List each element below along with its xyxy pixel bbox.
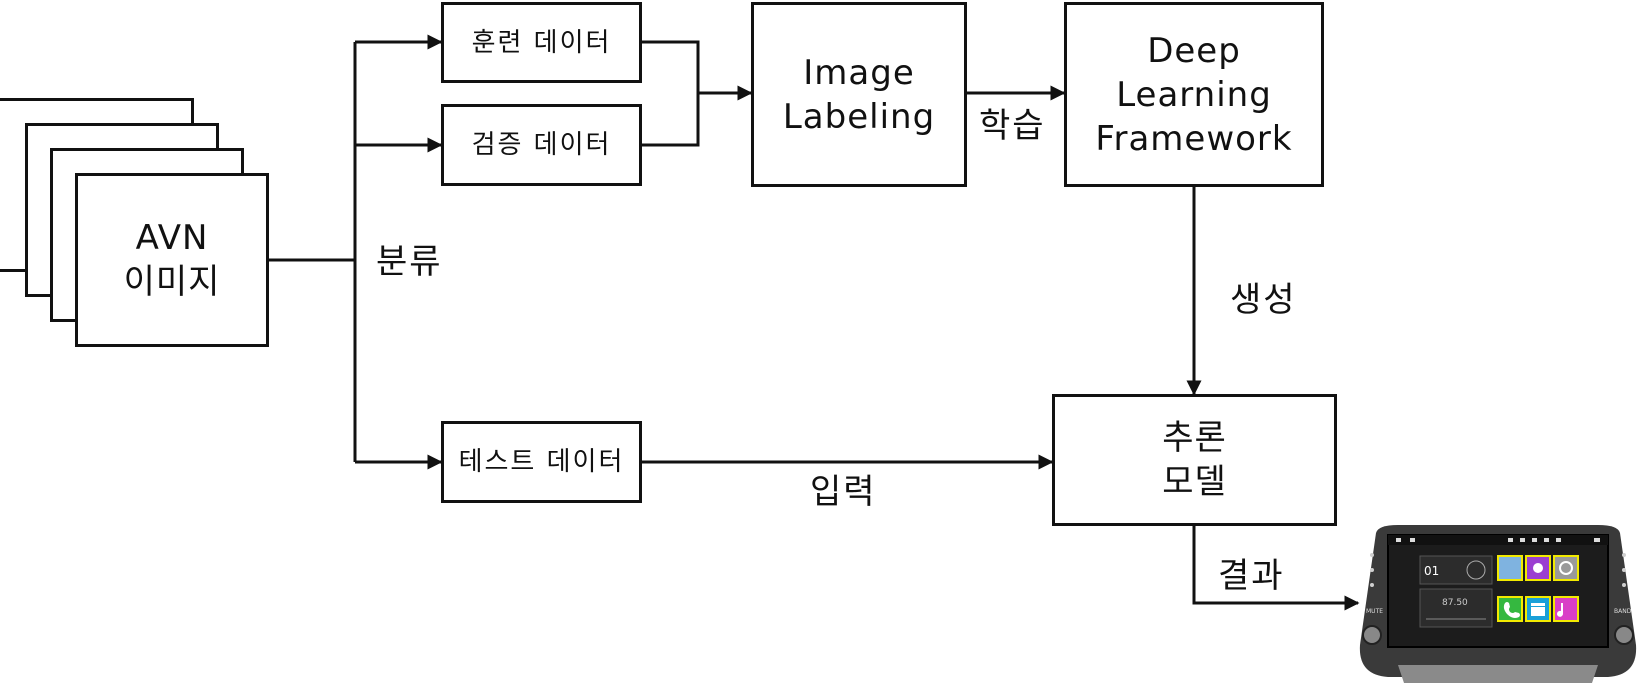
train-data-node: 훈련 데이터 [441,2,642,83]
inference-model-node: 추론 모델 [1052,394,1337,526]
clock-widget [1419,555,1493,585]
avn-device-image: 01 87.50 MUTE BAND [1359,525,1637,683]
right-knob [1614,625,1634,645]
dl-framework-node: Deep Learning Framework [1064,2,1324,187]
gallery-icon [1497,555,1523,581]
band-label: BAND [1614,608,1632,615]
edge-train-out [641,40,700,147]
val-data-node: 검증 데이터 [441,104,642,186]
edge-label-result: 결과 [1218,556,1285,596]
avn-images-node: AVN 이미지 [75,173,269,347]
test-data-node: 테스트 데이터 [441,421,642,503]
image-labeling-node: Image Labeling [751,2,967,187]
radio-frequency: 87.50 [1442,598,1468,608]
edge-label-classify: 분류 [376,242,443,282]
settings-icon [1553,555,1579,581]
music-icon [1553,596,1579,622]
edge-label-train: 학습 [979,106,1046,146]
clock-time: 01 [1424,564,1439,578]
mute-label: MUTE [1366,608,1383,615]
edge-label-generate: 생성 [1230,280,1297,320]
left-knob [1362,625,1382,645]
edge-to-result [1192,526,1360,611]
edge-label-input: 입력 [810,472,877,512]
radio-widget [1419,588,1493,628]
video-icon [1525,596,1551,622]
phone-icon [1497,596,1523,622]
